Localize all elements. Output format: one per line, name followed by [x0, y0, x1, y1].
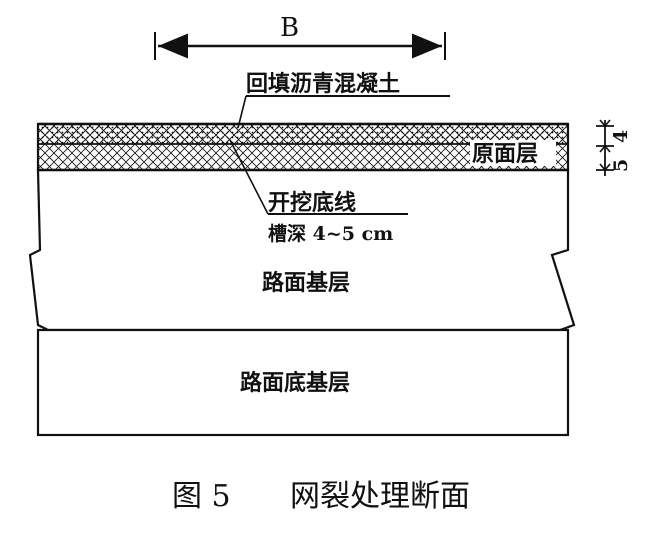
width-dimension: B	[154, 13, 446, 60]
subbase-layer	[36, 328, 570, 437]
figure-title: 网裂处理断面	[290, 479, 470, 514]
figure-caption: 图 5 网裂处理断面	[172, 479, 470, 514]
subbase-label: 路面底基层	[240, 370, 350, 396]
base-label: 路面基层	[262, 270, 350, 296]
thickness-dimension: 4 5	[596, 119, 632, 176]
cut-line-callout: 开挖底线 槽深 4~5 cm	[229, 139, 408, 245]
figure-number: 图 5	[172, 479, 231, 514]
fill-label: 回填沥青混凝土	[246, 71, 400, 97]
depth-label: 槽深 4~5 cm	[268, 222, 393, 245]
dim-bottom-label: 5	[610, 159, 632, 172]
width-label: B	[280, 13, 299, 43]
cut-line-label: 开挖底线	[268, 190, 356, 216]
surface-label: 原面层	[472, 141, 538, 167]
fill-callout: 回填沥青混凝土	[237, 71, 450, 129]
pavement-structure	[28, 122, 576, 437]
dim-top-label: 4	[610, 130, 632, 143]
